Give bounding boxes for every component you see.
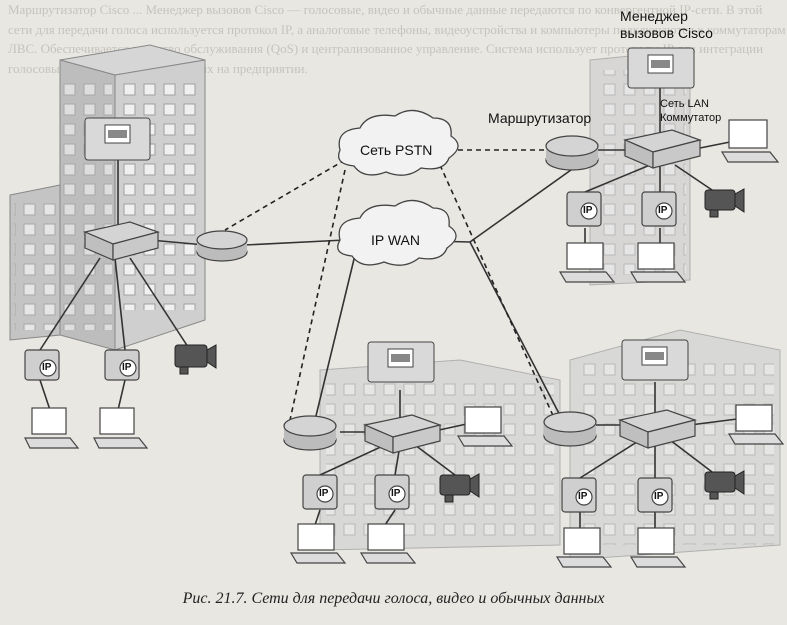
call-manager-top [627,47,695,89]
router-hq [196,230,248,262]
pstn-label: Сеть PSTN [360,142,433,158]
router-top [545,135,599,171]
computer-mid-1 [456,406,514,447]
router-label: Маршрутизатор [488,110,592,126]
ip-phone-right-2 [637,477,673,513]
figure-caption: Рис. 21.7. Сети для передачи голоса, вид… [182,590,605,607]
switch-hq [83,221,161,261]
switch-right [618,409,698,449]
computer-mid-2 [289,523,347,564]
switch-mid [363,414,443,454]
ip-phone-right-1 [561,477,597,513]
ip-label: IP [319,488,329,499]
lan-label: Сеть LAN [660,98,709,110]
pstn-links [224,149,556,421]
switch-label: Коммутатор [660,112,722,124]
ip-phone-mid-2 [374,474,410,510]
ip-phone-mid-1 [302,474,338,510]
computer-top-3 [629,242,687,283]
ipwan-cloud [337,199,457,266]
hq-building [9,44,206,351]
computer-hq-2 [93,407,149,449]
video-camera-mid [439,473,480,503]
computer-right-2 [555,527,613,568]
links [39,88,746,528]
branch-building-mid [319,359,561,551]
computer-right-1 [727,404,785,445]
ip-label: IP [583,205,593,216]
ip-label: IP [391,488,401,499]
computer-hq-1 [24,407,80,449]
computer-mid-3 [359,523,417,564]
video-camera-top [704,188,745,218]
call-manager-mid [367,341,435,383]
ip-label: IP [42,362,52,373]
ip-phone-hq-2 [104,349,140,381]
ip-phone-top-2 [641,191,677,227]
switch-top [623,129,703,169]
video-camera-right [704,470,745,500]
computer-right-3 [629,527,687,568]
pstn-cloud [337,109,459,176]
computer-top-1 [720,119,780,163]
ip-label: IP [122,362,132,373]
ip-label: IP [658,205,668,216]
video-camera-hq [174,344,217,375]
ip-label: IP [654,491,664,502]
ip-phone-top-1 [566,191,602,227]
ip-phone-hq-1 [24,349,60,381]
call-manager-hq [84,117,151,161]
branch-building-top [589,49,691,286]
call-manager-right [621,339,689,381]
ip-label: IP [578,491,588,502]
computer-top-2 [558,242,616,283]
branch-building-right [569,329,781,561]
call-manager-label: Менеджер вызовов Cisco [620,8,713,41]
router-right [543,411,597,447]
ipwan-label: IP WAN [371,232,421,248]
router-mid [283,415,337,451]
